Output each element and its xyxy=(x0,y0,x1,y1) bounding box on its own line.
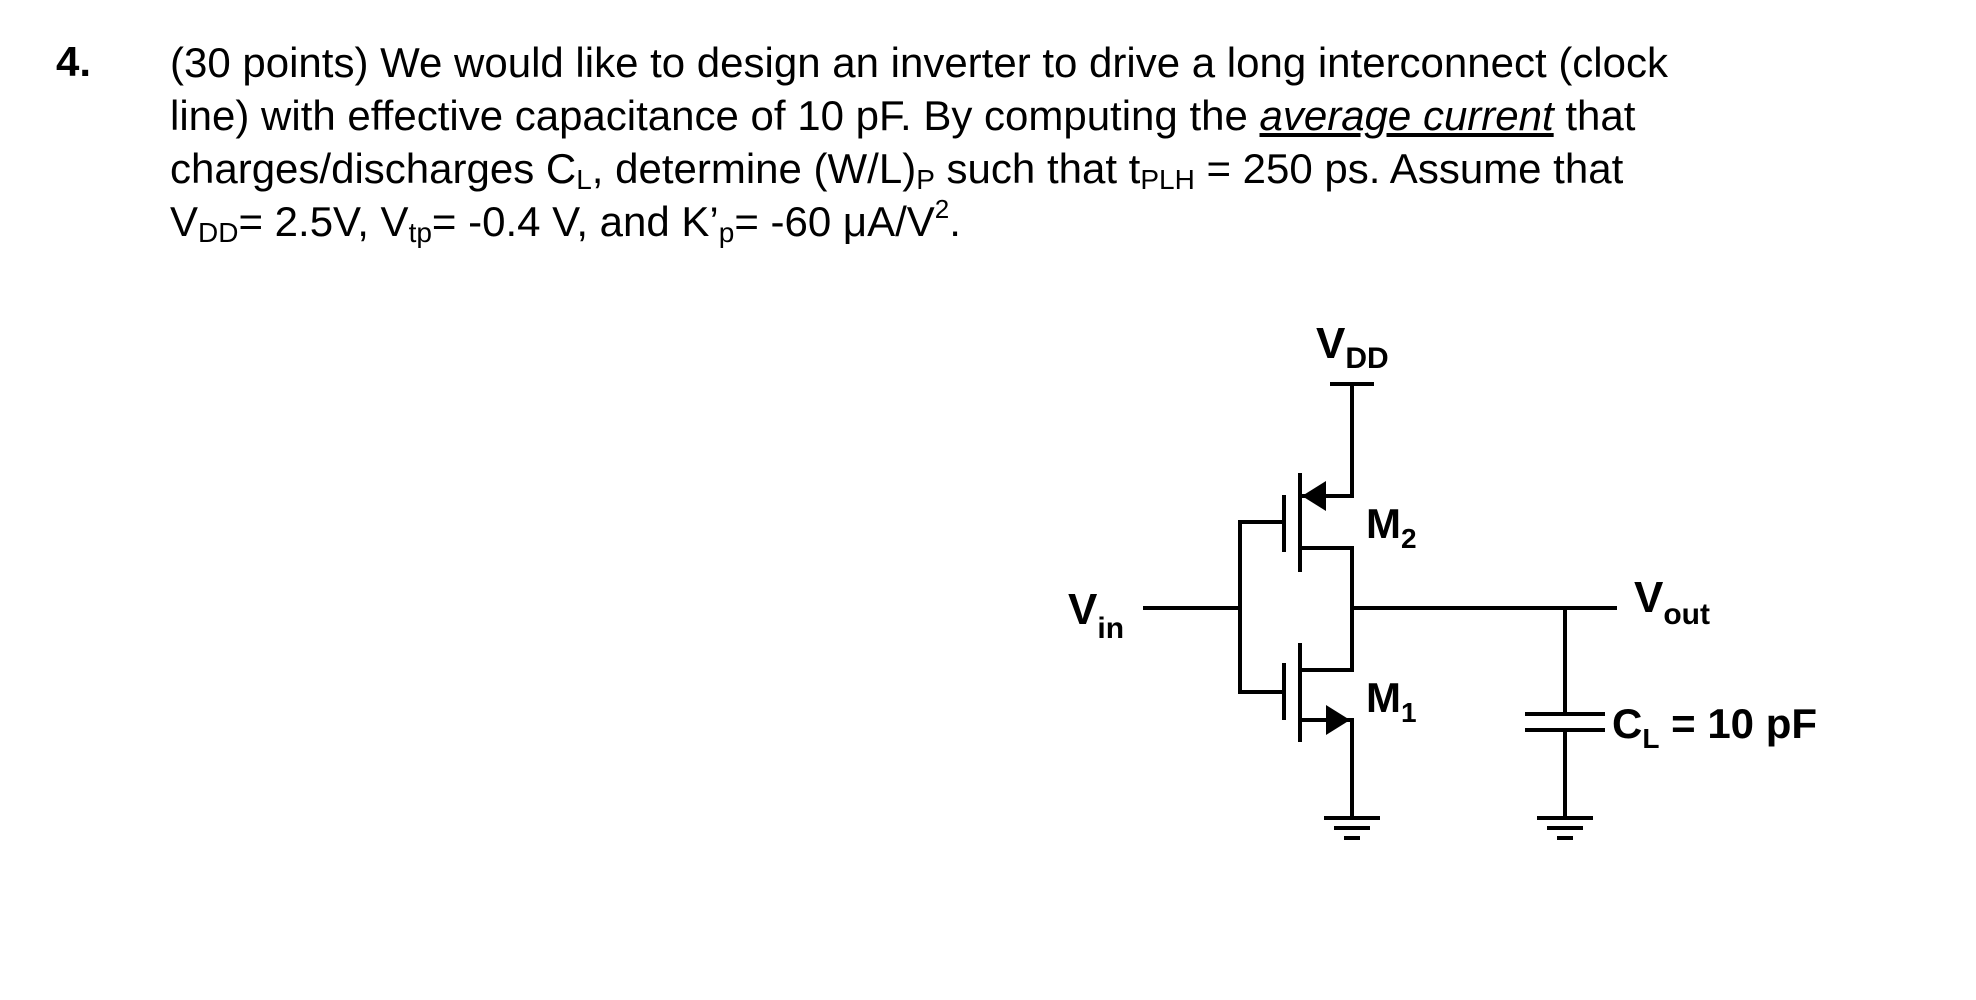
points-label: (30 points) xyxy=(170,39,369,86)
vin-label: Vin xyxy=(1068,585,1124,645)
vdd-label: VDD xyxy=(1316,319,1389,375)
problem-statement: (30 points) We would like to design an i… xyxy=(170,36,1870,248)
vout-label: Vout xyxy=(1634,573,1710,631)
problem-number: 4. xyxy=(56,38,92,85)
m2-label: M2 xyxy=(1366,500,1417,554)
m1-label: M1 xyxy=(1366,674,1417,728)
capacitor-icon xyxy=(1525,712,1605,732)
ground-icon xyxy=(1324,816,1380,840)
cl-label: CL = 10 pF xyxy=(1612,700,1817,754)
problem-line-2: line) with effective capacitance of 10 p… xyxy=(170,92,1636,139)
problem-line-3: charges/discharges CL, determine (W/L)P … xyxy=(170,145,1624,195)
problem-line-1: (30 points) We would like to design an i… xyxy=(170,39,1668,86)
capacitor-ground-icon xyxy=(1537,816,1593,840)
m2-source-arrow-icon xyxy=(1302,481,1326,511)
m1-source-arrow-icon xyxy=(1326,705,1350,735)
emphasis-average-current: average current xyxy=(1259,92,1554,139)
problem-line-4: VDD= 2.5V, Vtp= -0.4 V, and K’p= -60 μA/… xyxy=(170,194,961,248)
